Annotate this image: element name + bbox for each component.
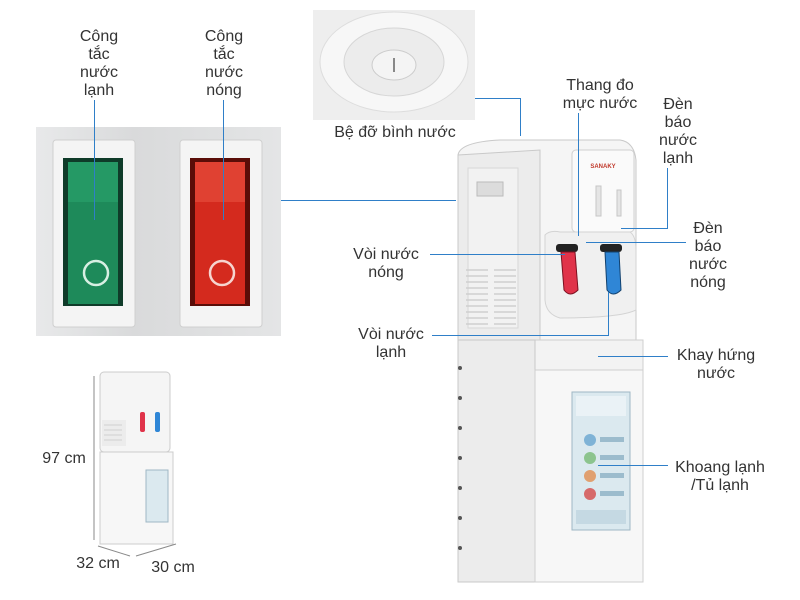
switch-panel-leader (281, 200, 456, 201)
water-gauge-label: Thang đo mực nước (562, 77, 638, 112)
water-gauge-leader (578, 113, 579, 236)
hot-switch-leader (223, 100, 224, 220)
bottle-seat-leader-h (475, 98, 520, 99)
fridge-label: Khoang lạnh /Tủ lạnh (675, 459, 765, 494)
hot-light-label: Đèn báo nước nóng (688, 220, 728, 291)
cold-switch-label: Công tắc nước lạnh (79, 28, 119, 99)
drip-tray-leader (598, 356, 668, 357)
hot-light-leader (586, 242, 686, 243)
fridge-leader (598, 465, 668, 466)
brand-logo: SANAKY (590, 164, 616, 170)
bottle-seat-leader-v (520, 98, 521, 136)
cold-switch-leader (94, 100, 95, 220)
hot-switch-label: Công tắc nước nóng (204, 28, 244, 99)
dimension-height: 97 cm (42, 450, 86, 467)
cold-switch-o-mark (82, 259, 110, 287)
hot-switch-o-mark (208, 259, 236, 287)
bottle-seat-label: Bệ đỡ bình nước (334, 124, 456, 141)
dimension-width: 32 cm (76, 555, 120, 572)
cold-light-label: Đèn báo nước lạnh (658, 96, 698, 167)
cold-tap-label: Vòi nước lạnh (358, 326, 424, 361)
dimension-depth: 30 cm (151, 559, 195, 576)
hot-tap-leader (430, 254, 565, 255)
hot-tap-label: Vòi nước nóng (353, 246, 419, 281)
drip-tray-label: Khay hứng nước (676, 347, 756, 382)
cold-light-leader-h (621, 228, 668, 229)
cold-tap-leader-v (608, 292, 609, 336)
cold-light-leader-v (667, 168, 668, 228)
cold-tap-leader-h (432, 335, 608, 336)
